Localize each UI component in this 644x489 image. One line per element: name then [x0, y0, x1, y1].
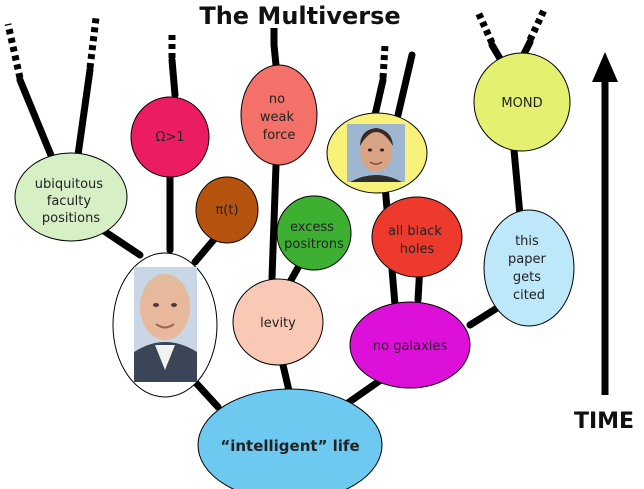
label-all-black-holes: all black holes — [388, 224, 446, 257]
node-pi-t — [195, 176, 259, 244]
label-excess-positrons: excess positrons — [284, 220, 344, 252]
branch-ubiquitous-left — [16, 76, 59, 169]
node-omega — [130, 96, 210, 178]
branch-noweak-up — [270, 41, 280, 69]
diagram-title: The Multiverse — [199, 2, 400, 30]
label-no-weak-force: no weak force — [260, 92, 298, 143]
node-no-galaxies — [349, 301, 471, 389]
branch-ubiquitous-right — [74, 66, 94, 159]
label-intelligent-life: “intelligent” life — [220, 437, 359, 455]
dash-ubiquitous-right — [86, 17, 100, 69]
node-intelligent-life — [197, 388, 383, 489]
label-pi-t: π(t) — [215, 203, 238, 218]
node-levity — [232, 278, 324, 366]
node-no-weak-force — [240, 64, 318, 166]
branch-photoright-right — [394, 51, 416, 119]
time-arrow — [592, 52, 618, 395]
branch-omega-up — [168, 56, 179, 99]
branch-photoright-left — [371, 76, 387, 119]
dash-mond-right — [526, 6, 549, 42]
dashed-continuations — [4, 6, 549, 79]
label-levity: levity — [260, 316, 296, 331]
label-this-paper-gets-cited: this paper gets cited — [508, 234, 550, 303]
dash-ubiquitous-left — [4, 23, 24, 79]
node-this-paper-gets-cited — [483, 209, 575, 327]
node-mond — [473, 52, 571, 152]
node-ubiquitous-faculty-positions — [14, 152, 128, 242]
time-label: TIME — [574, 409, 634, 434]
label-mond: MOND — [501, 96, 542, 111]
label-ubiquitous: ubiquitous faculty positions — [35, 177, 107, 226]
branch-paper-mond — [510, 146, 524, 219]
branch-levity-noweak — [268, 161, 280, 282]
node-all-black-holes — [371, 196, 463, 278]
portrait-left-image — [134, 267, 197, 382]
dash-mond-left — [474, 10, 496, 45]
label-omega: Ω>1 — [155, 130, 184, 145]
dash-photoright — [379, 44, 389, 79]
arrow-up-icon — [592, 52, 618, 82]
node-excess-positrons — [276, 195, 352, 271]
label-no-galaxies: no galaxies — [373, 339, 447, 354]
portrait-right-image — [347, 124, 405, 182]
